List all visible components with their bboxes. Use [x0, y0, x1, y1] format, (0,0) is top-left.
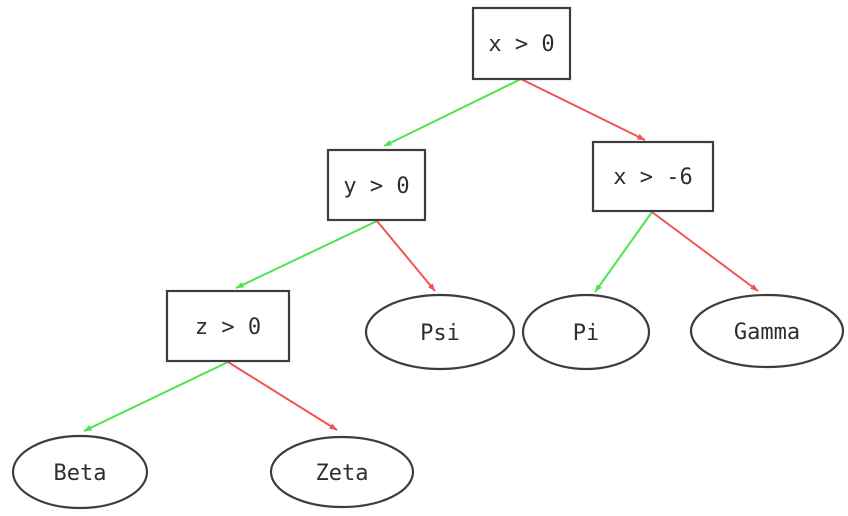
node-label: x > -6 — [613, 165, 692, 190]
node-leaf-pi: Pi — [521, 293, 651, 371]
node-condition-root: x > 0 — [471, 6, 572, 81]
leaf-ellipse — [521, 293, 651, 371]
node-label: z > 0 — [195, 315, 261, 340]
edge-z0-true-to-beta — [83, 361, 229, 432]
condition-box — [471, 6, 572, 81]
nodes: x > 0 y > 0 x > -6 z > 0 Psi Pi — [11, 6, 845, 510]
node-leaf-psi: Psi — [364, 293, 516, 371]
edge-root-true-to-y0 — [383, 78, 522, 147]
condition-box — [591, 140, 715, 213]
node-label: Beta — [54, 461, 107, 486]
edge-y0-true-to-z0 — [235, 220, 378, 289]
condition-box — [326, 148, 427, 222]
edge-y0-false-to-psi — [376, 220, 436, 292]
node-leaf-gamma: Gamma — [689, 293, 845, 369]
condition-box — [165, 289, 291, 363]
node-label: Zeta — [316, 461, 369, 486]
node-label: Psi — [420, 321, 460, 346]
leaf-ellipse — [689, 293, 845, 369]
edge-z0-false-to-zeta — [227, 361, 338, 431]
edge-root-false-to-xm6 — [520, 78, 646, 141]
node-label: Gamma — [734, 320, 800, 345]
edge-xm6-false-to-gamma — [651, 211, 759, 292]
leaf-ellipse — [11, 434, 149, 510]
node-label: Pi — [573, 321, 600, 346]
node-leaf-zeta: Zeta — [269, 435, 415, 509]
edge-xm6-true-to-pi — [594, 211, 653, 293]
node-condition-y0: y > 0 — [326, 148, 427, 222]
leaf-ellipse — [269, 435, 415, 509]
node-condition-xm6: x > -6 — [591, 140, 715, 213]
node-label: x > 0 — [488, 32, 554, 57]
node-condition-z0: z > 0 — [165, 289, 291, 363]
node-label: y > 0 — [343, 174, 409, 199]
leaf-ellipse — [364, 293, 516, 371]
edges — [83, 78, 759, 432]
node-leaf-beta: Beta — [11, 434, 149, 510]
